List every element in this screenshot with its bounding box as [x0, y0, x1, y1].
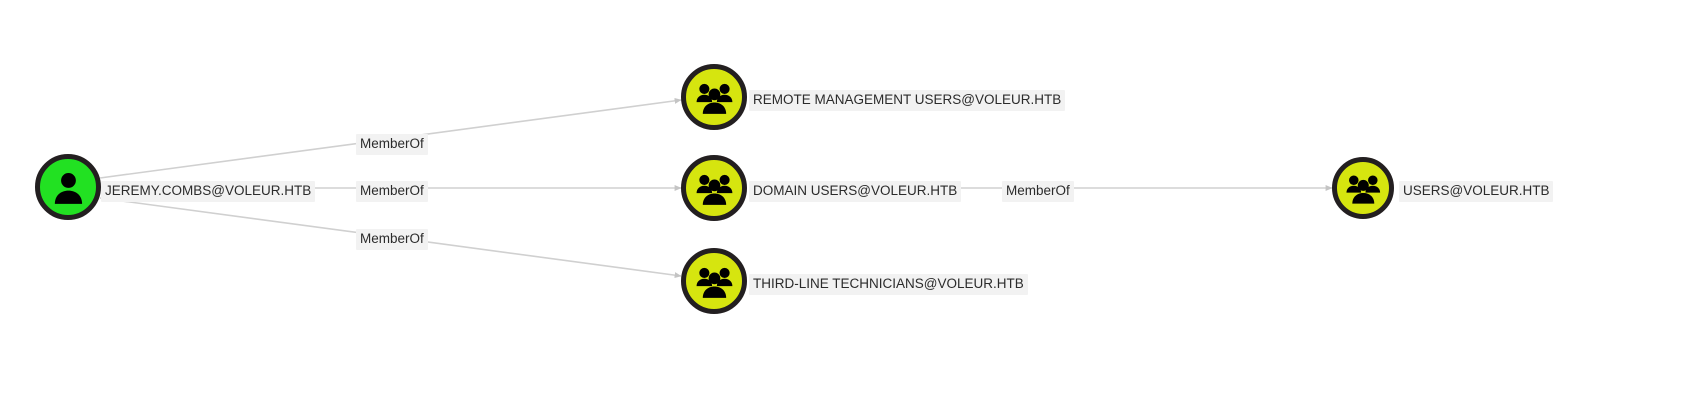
user-icon [54, 172, 82, 204]
node-label-domain-users: DOMAIN USERS@VOLEUR.HTB [749, 181, 962, 202]
graph-node-remote-management-users[interactable] [681, 64, 747, 130]
graph-node-domain-users[interactable] [681, 155, 747, 221]
node-label-third-line-technicians: THIRD-LINE TECHNICIANS@VOLEUR.HTB [749, 274, 1028, 295]
graph-node-third-line-technicians[interactable] [681, 248, 747, 314]
group-icon [1346, 175, 1380, 204]
node-label-remote-management-users: REMOTE MANAGEMENT USERS@VOLEUR.HTB [749, 90, 1066, 111]
edge-label-edge-domain-users-users: MemberOf [1002, 181, 1074, 202]
edge-label-edge-jeremy-remote-management-users: MemberOf [356, 134, 428, 155]
node-label-users: USERS@VOLEUR.HTB [1399, 181, 1554, 202]
group-icon [696, 174, 732, 205]
edge-label-edge-jeremy-domain-users: MemberOf [356, 181, 428, 202]
group-icon [696, 267, 732, 298]
graph-node-users[interactable] [1332, 157, 1394, 219]
group-icon [696, 83, 732, 114]
graph-node-jeremy-combs[interactable] [35, 154, 101, 220]
node-label-jeremy-combs: JEREMY.COMBS@VOLEUR.HTB [101, 181, 316, 202]
edge-label-edge-jeremy-third-line-technicians: MemberOf [356, 229, 428, 250]
